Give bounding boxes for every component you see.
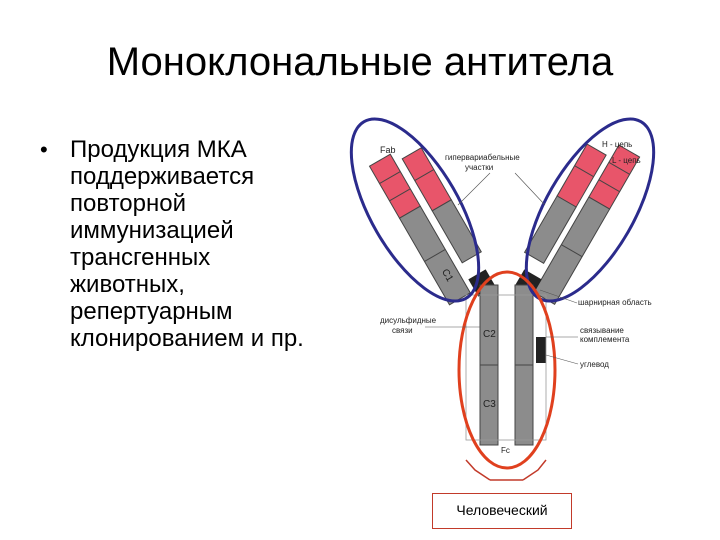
left-fab-heavy-chain: C1	[368, 153, 471, 306]
leader-line	[539, 289, 578, 304]
bullet-dot-icon: •	[40, 137, 48, 162]
c2-label: C2	[483, 329, 496, 340]
bullet-line: иммунизацией	[70, 217, 234, 244]
bullet-line: Продукция МКА	[70, 136, 247, 163]
bullet-line: репертуарным	[70, 298, 233, 325]
right-light-constant-region	[523, 195, 577, 264]
bullet-line: трансгенных	[70, 244, 211, 271]
bullet-line: повторной	[70, 190, 186, 217]
c3-label: C3	[483, 399, 496, 410]
bullet-item: • Продукция МКА поддерживается повторной…	[40, 136, 360, 352]
left-fab-ellipse	[349, 117, 481, 303]
bullet-line: животных,	[70, 271, 185, 298]
leader-line	[545, 354, 579, 365]
human-label-box: Человеческий	[432, 493, 572, 529]
h-chain-label: H - цепь	[602, 140, 632, 149]
bullet-list: • Продукция МКА поддерживается повторной…	[40, 136, 360, 352]
carbohydrate-label: углевод	[580, 360, 609, 369]
antibody-diagram: C1 C2 C3 Fab гипервариабельные участки H…	[349, 117, 656, 481]
left-light-constant-region	[431, 199, 482, 264]
right-fab-heavy-chain	[533, 144, 641, 305]
hinge-label: шарнирная область	[578, 298, 652, 307]
l-chain-label: L - цепь	[612, 156, 641, 165]
fc-label: Fc	[501, 446, 510, 455]
slide-title: Моноклональные антитела	[106, 40, 614, 84]
complement-label-line2: комплемента	[580, 335, 630, 344]
bullet-line: поддерживается	[70, 163, 255, 190]
fab-label: Fab	[380, 145, 396, 155]
disulfide-label-line2: связи	[392, 326, 413, 335]
left-fab-light-chain	[401, 147, 482, 264]
fc-ellipse	[457, 270, 557, 470]
disulfide-label-line1: дисульфидные	[380, 316, 437, 325]
human-label-bracket	[465, 459, 547, 481]
hypervariable-label-line1: гипервариабельные	[445, 153, 520, 162]
leader-line	[514, 172, 546, 206]
right-fab-light-chain	[523, 143, 607, 264]
carbohydrate-block	[536, 337, 546, 363]
bullet-line: клонированием и пр.	[70, 325, 304, 352]
leader-line	[457, 172, 491, 206]
fc-domain-outline	[465, 294, 547, 441]
complement-label-line1: связывание	[580, 326, 624, 335]
hypervariable-label-line2: участки	[465, 163, 493, 172]
